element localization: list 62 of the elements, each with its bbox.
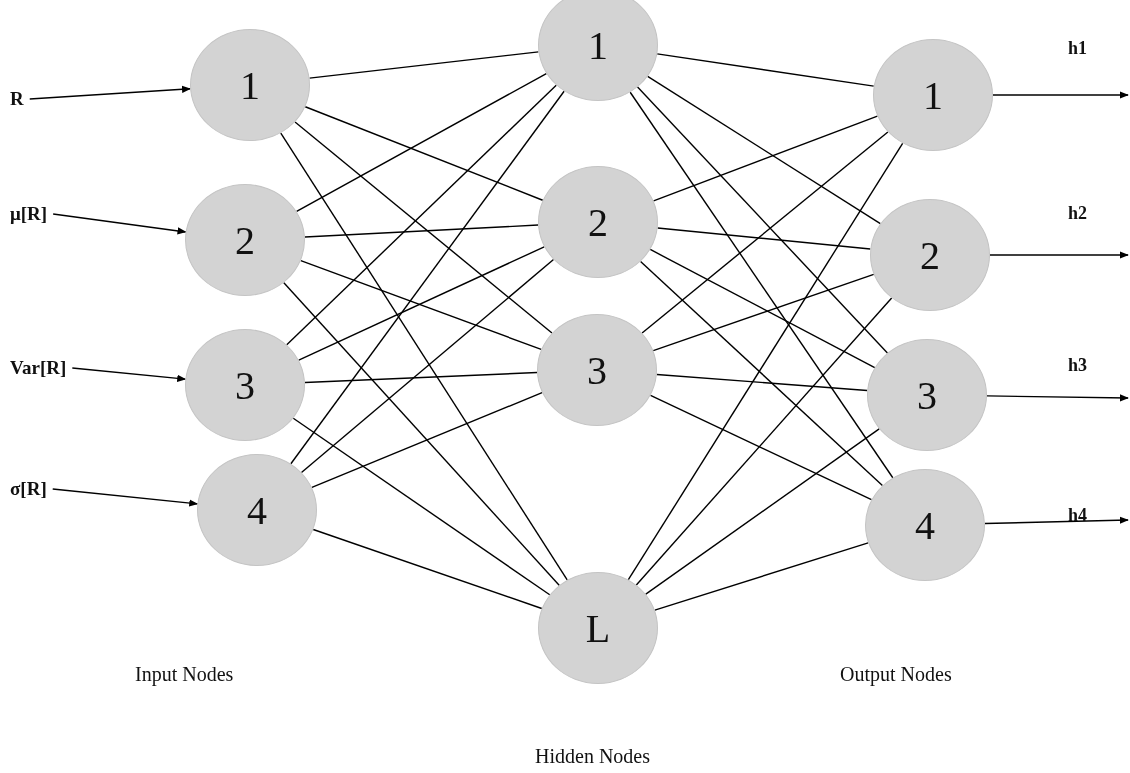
connection-line (636, 86, 889, 354)
connection-line (652, 115, 879, 202)
connection-line (300, 259, 542, 351)
output-label: h3 (1068, 355, 1087, 376)
connection-line (283, 282, 560, 586)
connection-line (656, 373, 868, 392)
neuron-circle: 4 (197, 454, 317, 566)
connection-line (280, 132, 568, 581)
connection-line (635, 297, 893, 586)
connection-line (652, 273, 875, 352)
neuron-circle: 1 (873, 39, 993, 151)
output-label: h4 (1068, 505, 1087, 526)
connection-line (654, 542, 869, 611)
arrow (992, 91, 1129, 99)
neuron-circle: 1 (190, 29, 310, 141)
neuron-circle: 4 (865, 469, 985, 581)
connection-line (304, 224, 539, 238)
connection-line (627, 142, 904, 581)
connection-line (298, 246, 545, 361)
connection-line (304, 106, 544, 201)
connection-line (311, 391, 543, 489)
connection-line (295, 72, 548, 213)
connection-line (649, 248, 876, 369)
connection-line (646, 75, 882, 225)
layer-label: Output Nodes (840, 663, 952, 686)
arrow (52, 213, 187, 235)
arrow (989, 251, 1129, 259)
neuron-circle: 2 (185, 184, 305, 296)
connection-line (286, 84, 557, 346)
neuron-circle: 2 (538, 166, 658, 278)
connection-line (641, 131, 889, 334)
neuron-circle: L (538, 572, 658, 684)
arrow (29, 85, 192, 100)
input-label: μ[R] (10, 203, 48, 225)
connection-line (294, 121, 553, 334)
connection-line (312, 528, 543, 610)
connection-line (308, 51, 540, 79)
connection-line (639, 260, 884, 487)
input-label: Var[R] (10, 357, 67, 379)
neuron-circle: 2 (870, 199, 990, 311)
input-label: R (10, 88, 24, 110)
arrow (984, 516, 1129, 525)
layer-label: Input Nodes (135, 663, 234, 686)
arrow (986, 394, 1129, 402)
connection-line (290, 90, 565, 465)
connection-line (300, 258, 555, 474)
connection-line (645, 428, 880, 595)
arrow (52, 488, 199, 507)
arrow (71, 367, 187, 382)
connection-line (656, 227, 872, 250)
input-label: σ[R] (10, 478, 47, 500)
connection-line (656, 53, 875, 87)
connection-line (649, 394, 873, 501)
neuron-circle: 3 (185, 329, 305, 441)
output-label: h1 (1068, 38, 1087, 59)
neuron-circle: 3 (867, 339, 987, 451)
neuron-circle: 1 (538, 0, 658, 101)
connection-line (629, 91, 894, 479)
output-label: h2 (1068, 203, 1087, 224)
neuron-circle: 3 (537, 314, 657, 426)
layer-label: Hidden Nodes (535, 745, 650, 768)
connection-line (304, 371, 538, 384)
